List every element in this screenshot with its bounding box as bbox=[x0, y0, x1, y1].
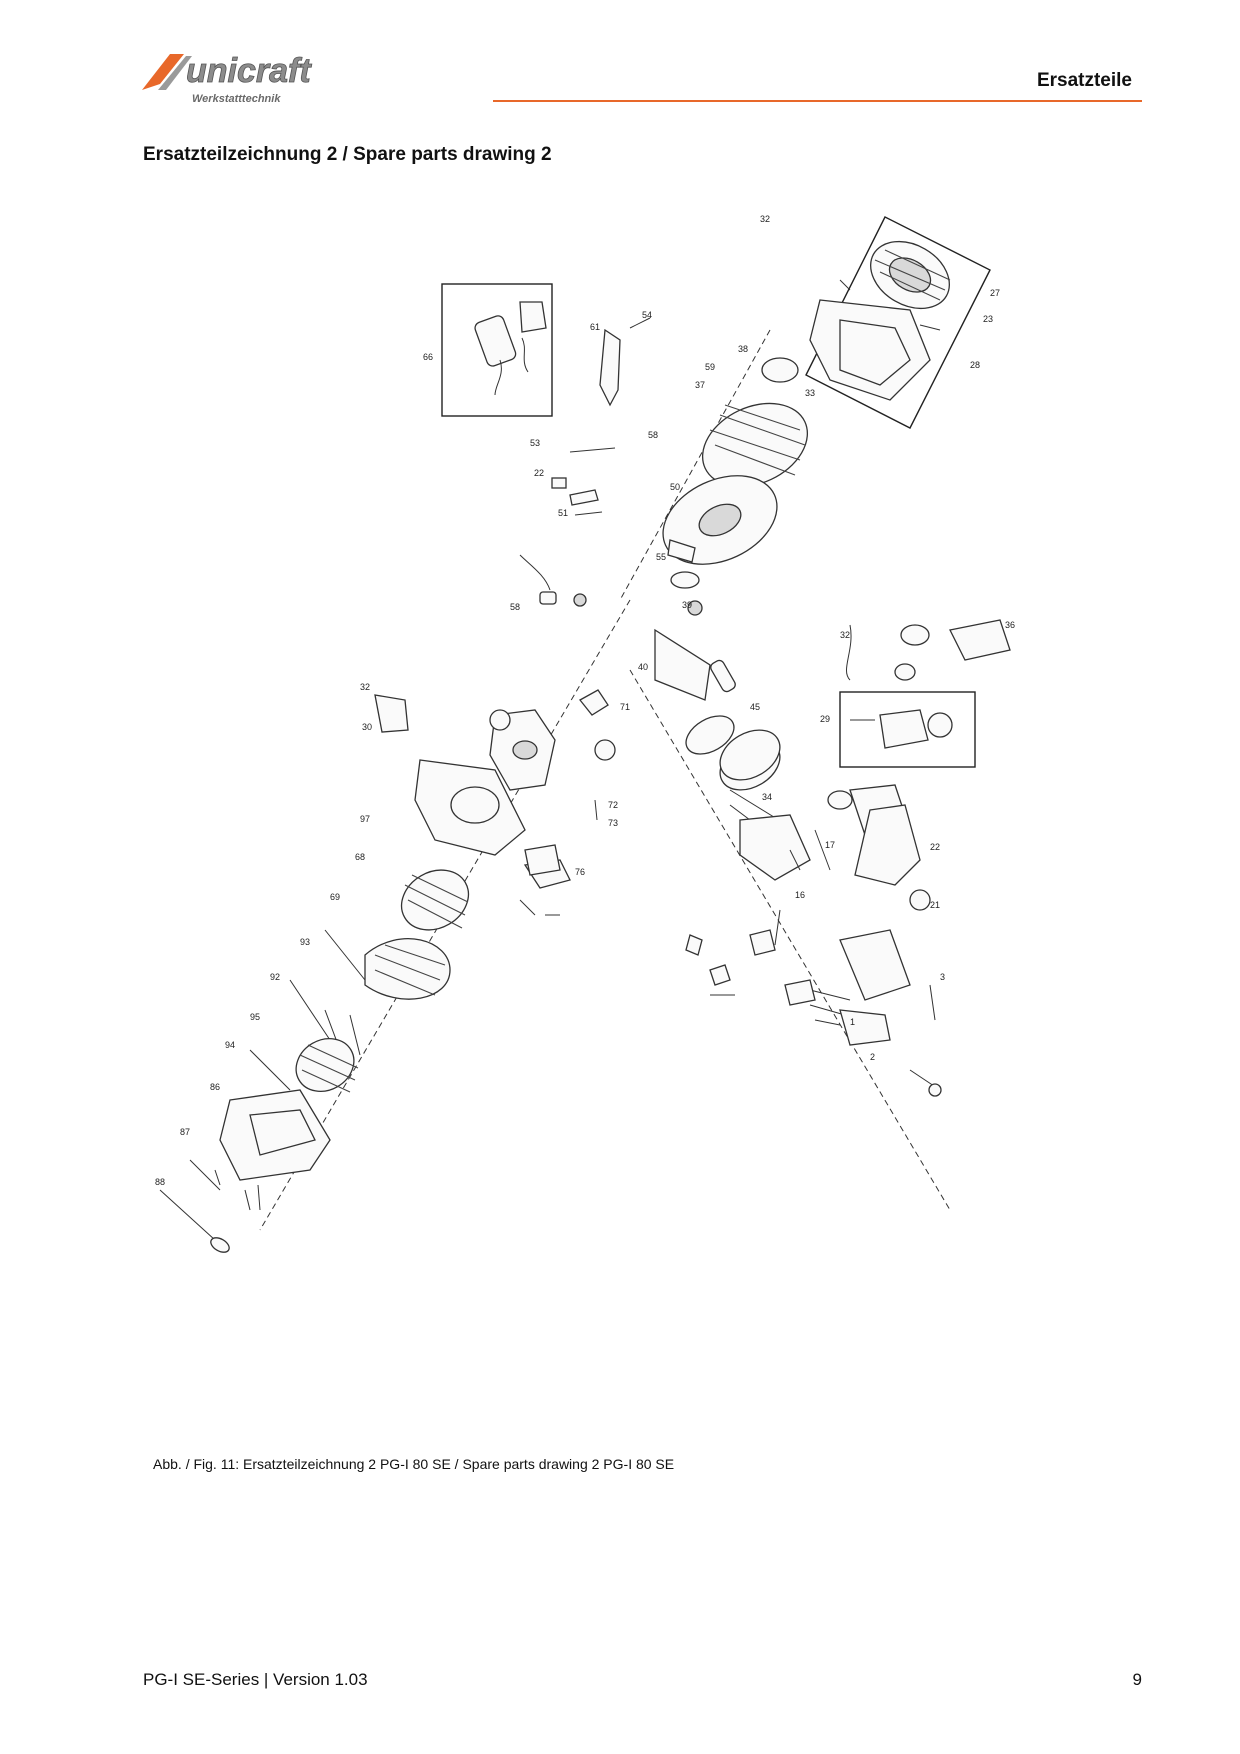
svg-text:28: 28 bbox=[970, 360, 980, 370]
small-parts-upper bbox=[519, 317, 651, 607]
carburetor-group bbox=[839, 619, 1011, 768]
piston-cylinder-group bbox=[654, 600, 811, 881]
svg-text:39: 39 bbox=[682, 600, 692, 610]
svg-text:71: 71 bbox=[620, 702, 630, 712]
svg-text:34: 34 bbox=[762, 792, 772, 802]
svg-text:68: 68 bbox=[355, 852, 365, 862]
svg-text:Werkstatttechnik: Werkstatttechnik bbox=[192, 93, 281, 105]
section-title: Ersatzteile bbox=[1036, 70, 1132, 91]
svg-text:50: 50 bbox=[670, 482, 680, 492]
svg-text:87: 87 bbox=[180, 1127, 190, 1137]
generator-stack bbox=[159, 869, 470, 1253]
svg-text:73: 73 bbox=[608, 818, 618, 828]
svg-text:30: 30 bbox=[362, 722, 372, 732]
svg-text:2: 2 bbox=[870, 1052, 875, 1062]
header-divider bbox=[493, 100, 1142, 102]
exploded-view-illustration: 32 27 23 28 33 38 59 37 58 50 55 61 54 6… bbox=[155, 214, 1015, 1253]
svg-text:32: 32 bbox=[760, 214, 770, 224]
svg-text:93: 93 bbox=[300, 937, 310, 947]
svg-text:32: 32 bbox=[840, 630, 850, 640]
svg-text:58: 58 bbox=[510, 602, 520, 612]
page-heading: Ersatzteilzeichnung 2 / Spare parts draw… bbox=[143, 144, 552, 165]
svg-text:72: 72 bbox=[608, 800, 618, 810]
svg-text:23: 23 bbox=[983, 314, 993, 324]
svg-text:45: 45 bbox=[750, 702, 760, 712]
crankcase-group bbox=[374, 689, 616, 889]
svg-text:40: 40 bbox=[638, 662, 648, 672]
svg-text:51: 51 bbox=[558, 508, 568, 518]
cylinder-head-group bbox=[749, 784, 942, 1097]
svg-text:58: 58 bbox=[648, 430, 658, 440]
svg-text:22: 22 bbox=[930, 842, 940, 852]
svg-text:32: 32 bbox=[360, 682, 370, 692]
flywheel-group bbox=[662, 357, 809, 589]
svg-text:unicraft: unicraft bbox=[186, 52, 312, 90]
svg-text:17: 17 bbox=[825, 840, 835, 850]
svg-text:1: 1 bbox=[850, 1017, 855, 1027]
unicraft-logo-icon: unicraft Werkstatttechnik bbox=[142, 52, 313, 105]
svg-text:16: 16 bbox=[795, 890, 805, 900]
svg-text:94: 94 bbox=[225, 1040, 235, 1050]
recoil-starter-group bbox=[805, 216, 991, 429]
svg-text:53: 53 bbox=[530, 438, 540, 448]
svg-text:66: 66 bbox=[423, 352, 433, 362]
svg-text:36: 36 bbox=[1005, 620, 1015, 630]
svg-text:95: 95 bbox=[250, 1012, 260, 1022]
svg-text:21: 21 bbox=[930, 900, 940, 910]
svg-text:59: 59 bbox=[705, 362, 715, 372]
svg-text:76: 76 bbox=[575, 867, 585, 877]
svg-text:88: 88 bbox=[155, 1177, 165, 1187]
svg-text:29: 29 bbox=[820, 714, 830, 724]
starter-motor-group bbox=[441, 283, 553, 417]
svg-text:54: 54 bbox=[642, 310, 652, 320]
svg-text:3: 3 bbox=[940, 972, 945, 982]
svg-text:33: 33 bbox=[805, 388, 815, 398]
svg-text:38: 38 bbox=[738, 344, 748, 354]
footer-document-title: PG-I SE-Series | Version 1.03 bbox=[143, 1670, 368, 1689]
svg-text:69: 69 bbox=[330, 892, 340, 902]
small-parts-lower bbox=[519, 844, 781, 996]
spare-parts-drawing: 32 27 23 28 33 38 59 37 58 50 55 61 54 6… bbox=[150, 210, 1090, 1410]
svg-text:27: 27 bbox=[990, 288, 1000, 298]
footer-page-number: 9 bbox=[1132, 1670, 1142, 1689]
svg-text:86: 86 bbox=[210, 1082, 220, 1092]
svg-text:22: 22 bbox=[534, 468, 544, 478]
svg-text:55: 55 bbox=[656, 552, 666, 562]
part-number-labels: 32 27 23 28 33 38 59 37 58 50 55 61 54 6… bbox=[155, 214, 1015, 1187]
svg-text:97: 97 bbox=[360, 814, 370, 824]
svg-text:92: 92 bbox=[270, 972, 280, 982]
svg-text:61: 61 bbox=[590, 322, 600, 332]
figure-caption: Abb. / Fig. 11: Ersatzteilzeichnung 2 PG… bbox=[153, 1456, 675, 1472]
svg-text:37: 37 bbox=[695, 380, 705, 390]
brand-logo: unicraft Werkstatttechnik bbox=[140, 48, 380, 108]
